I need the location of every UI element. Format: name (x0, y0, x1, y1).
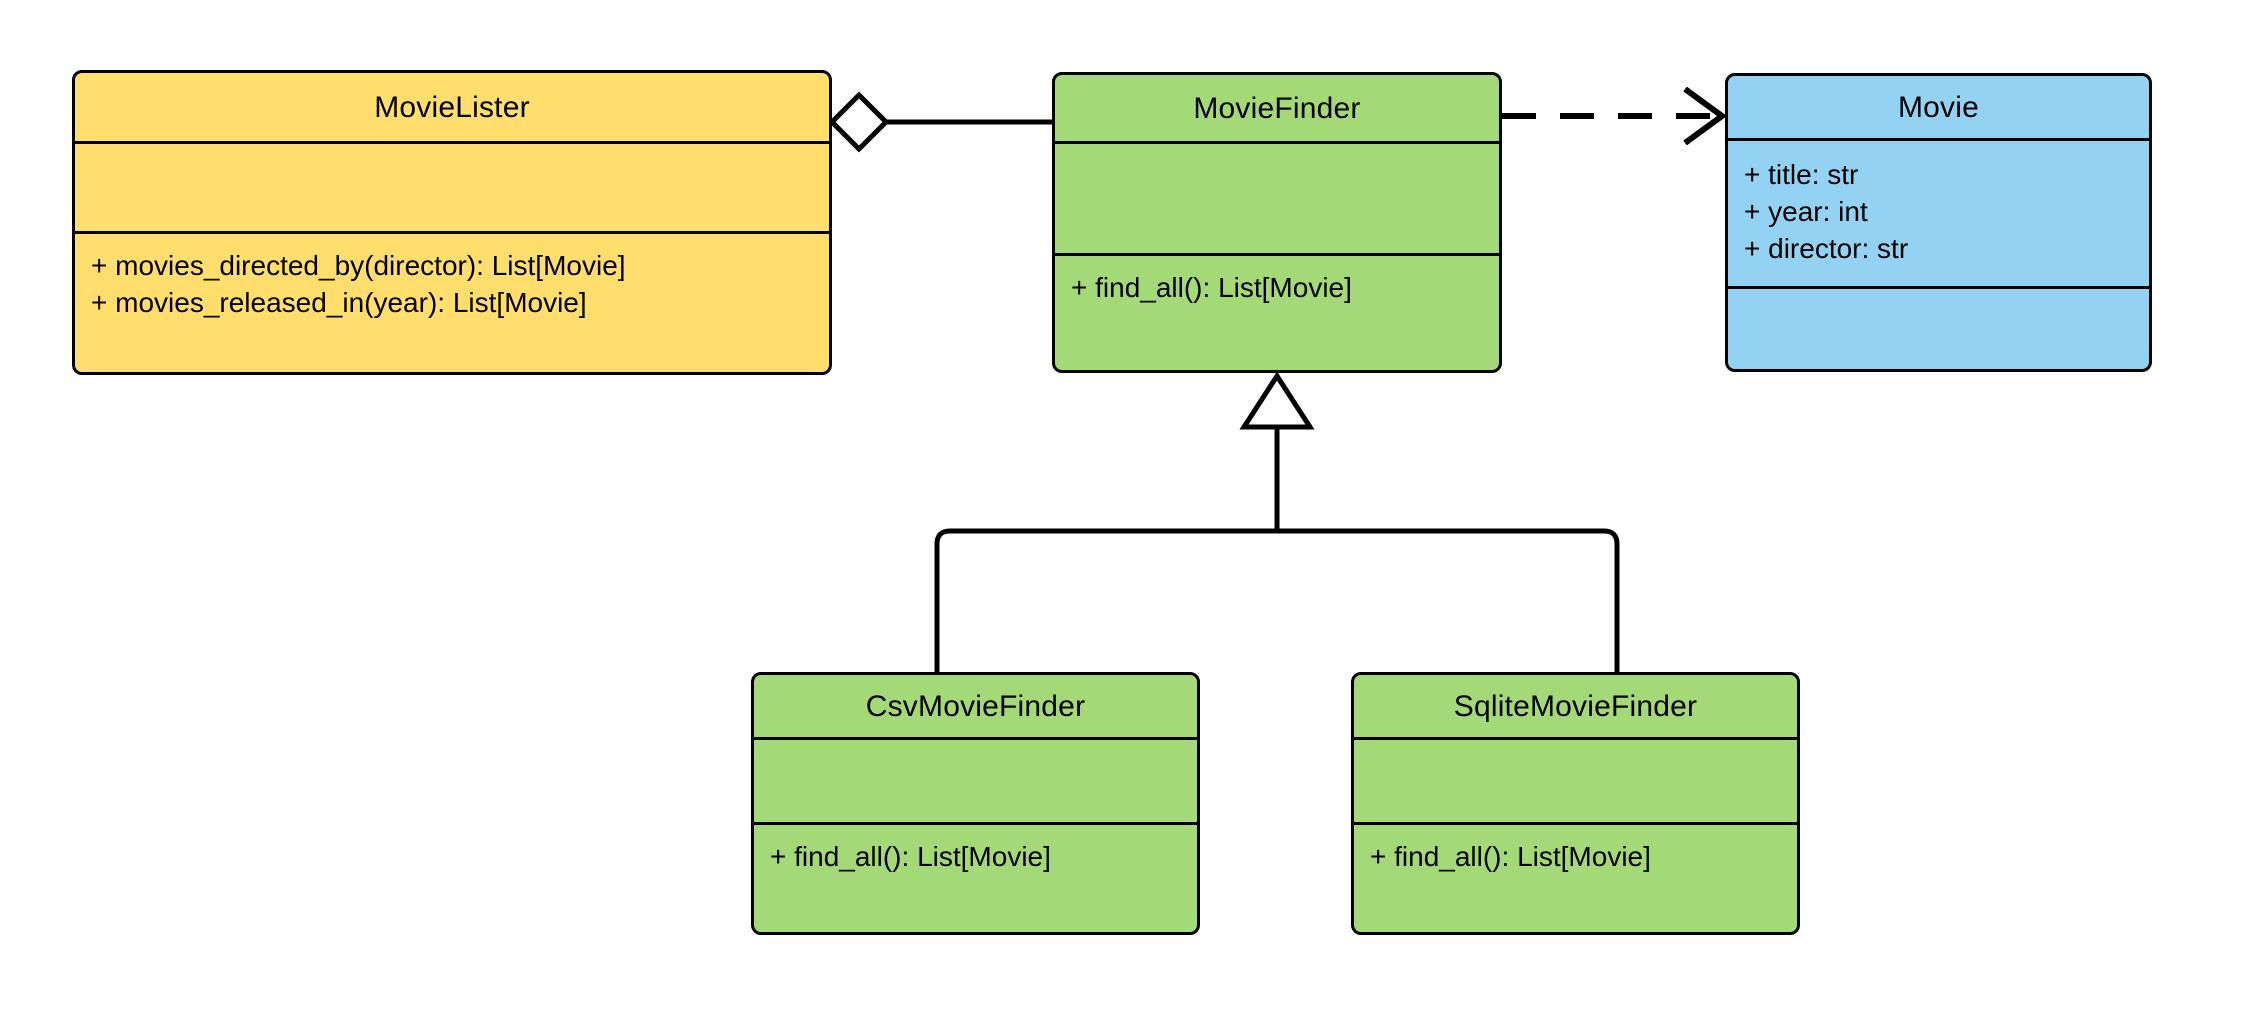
class-name-compartment: SqliteMovieFinder (1354, 675, 1797, 737)
methods-compartment: + find_all(): List[Movie] (754, 822, 1197, 932)
class-name-label: SqliteMovieFinder (1453, 689, 1698, 723)
attribute-item: + year: int (1744, 195, 1868, 227)
methods-compartment: + find_all(): List[Movie] (1055, 253, 1499, 370)
attributes-compartment (75, 141, 829, 231)
attributes-compartment (1055, 141, 1499, 253)
edge-aggregation-lister-finder (828, 91, 1052, 153)
attributes-compartment: + title: str + year: int + director: str (1728, 138, 2149, 286)
open-arrowhead-icon (1683, 86, 1728, 146)
class-name-label: Movie (1897, 90, 1980, 124)
attributes-compartment (1354, 737, 1797, 822)
edge-dependency-finder-movie (1502, 86, 1728, 146)
hollow-diamond-icon (828, 91, 890, 153)
class-box-movie[interactable]: Movie + title: str + year: int + directo… (1725, 73, 2152, 372)
method-item: + find_all(): List[Movie] (1071, 272, 1352, 303)
class-name-label: MovieFinder (1193, 91, 1361, 125)
methods-compartment: + movies_directed_by(director): List[Mov… (75, 231, 829, 372)
class-name-compartment: MovieLister (75, 73, 829, 141)
method-item: + find_all(): List[Movie] (770, 841, 1051, 872)
methods-compartment: + find_all(): List[Movie] (1354, 822, 1797, 932)
methods-compartment (1728, 286, 2149, 369)
class-box-csv-movie-finder[interactable]: CsvMovieFinder + find_all(): List[Movie] (751, 672, 1200, 935)
method-item: + find_all(): List[Movie] (1370, 841, 1651, 872)
edge-generalization-subclasses-finder (934, 371, 1620, 672)
class-box-movie-finder[interactable]: MovieFinder + find_all(): List[Movie] (1052, 72, 1502, 373)
class-name-compartment: MovieFinder (1055, 75, 1499, 141)
generalization-branch-csv (934, 528, 1277, 672)
class-name-compartment: Movie (1728, 76, 2149, 138)
method-item: + movies_released_in(year): List[Movie] (91, 286, 587, 318)
class-name-compartment: CsvMovieFinder (754, 675, 1197, 737)
attribute-item: + title: str (1744, 159, 1859, 190)
class-name-label: MovieLister (374, 90, 530, 124)
generalization-branch-sqlite (1277, 528, 1620, 672)
attributes-compartment (754, 737, 1197, 822)
attribute-item: + director: str (1744, 232, 1909, 264)
class-box-sqlite-movie-finder[interactable]: SqliteMovieFinder + find_all(): List[Mov… (1351, 672, 1800, 935)
method-item: + movies_directed_by(director): List[Mov… (91, 250, 626, 281)
class-name-label: CsvMovieFinder (865, 689, 1086, 723)
hollow-triangle-icon (1239, 371, 1315, 430)
class-box-movie-lister[interactable]: MovieLister + movies_directed_by(directo… (72, 70, 832, 375)
